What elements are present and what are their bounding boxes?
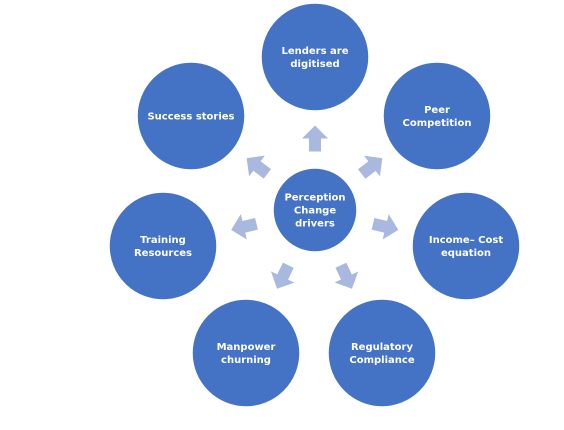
driver-node-lenders: Lenders are digitised — [260, 2, 370, 112]
node-label-line: Compliance — [349, 355, 414, 366]
arrow-shape — [334, 262, 359, 289]
node-label-line: digitised — [290, 59, 339, 70]
node-label-line: equation — [441, 248, 491, 259]
node-label-line: Perception — [284, 193, 345, 204]
arrow-shape — [302, 125, 328, 152]
node-label-line: Resources — [134, 248, 192, 259]
node-circle — [260, 2, 370, 112]
node-circle — [191, 298, 301, 408]
driver-node-manpower: Manpower churning — [191, 298, 301, 408]
node-label-line: Peer — [424, 105, 450, 116]
node-label-line: Competition — [403, 118, 472, 129]
node-label-line: Change — [294, 206, 336, 217]
node-circle — [136, 61, 246, 171]
center-circle — [272, 167, 358, 253]
arrow-shape — [270, 262, 295, 289]
arrow-shape — [231, 214, 258, 240]
arrow-icon — [371, 214, 399, 240]
node-label-line: Success stories — [147, 112, 234, 123]
arrows-layer — [231, 125, 399, 289]
arrow-icon — [302, 125, 328, 152]
node-label-line: churning — [221, 355, 271, 366]
nodes-layer: Lenders aredigitisedPeerCompetitionIncom… — [108, 2, 521, 408]
driver-node-income: Income– Cost equation — [411, 191, 521, 301]
arrow-shape — [371, 214, 399, 240]
arrow-icon — [246, 155, 271, 179]
arrow-shape — [358, 155, 383, 179]
arrow-icon — [358, 155, 383, 179]
node-circle — [108, 191, 218, 301]
node-label-line: drivers — [295, 219, 335, 230]
node-circle — [327, 298, 437, 408]
arrow-shape — [246, 155, 271, 179]
driver-node-success: Success stories — [136, 61, 246, 171]
node-label-line: Lenders are — [281, 46, 348, 57]
arrow-icon — [270, 262, 295, 289]
node-label-line: Regulatory — [351, 342, 414, 353]
node-circle — [411, 191, 521, 301]
node-label-line: Income– Cost — [429, 235, 503, 246]
node-label-line: Training — [140, 235, 186, 246]
node-label-line: Manpower — [217, 342, 276, 353]
node-circle — [382, 61, 492, 171]
arrow-icon — [334, 262, 359, 289]
arrow-icon — [231, 214, 258, 240]
